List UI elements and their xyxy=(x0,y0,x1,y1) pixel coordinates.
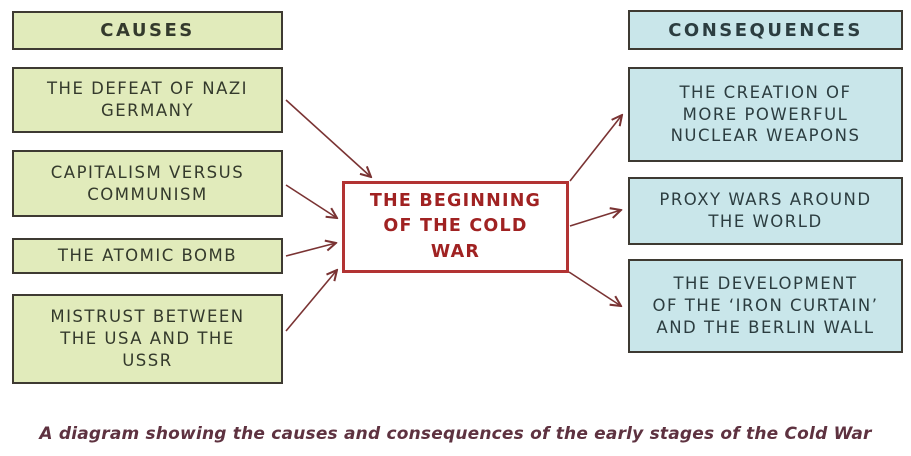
consequence-box-iron-curtain-berlin-wall: THE DEVELOPMENT OF THE ‘IRON CURTAIN’ AN… xyxy=(628,259,903,353)
arrow-center-to-consequence3 xyxy=(568,271,621,306)
cause-box-atomic-bomb: THE ATOMIC BOMB xyxy=(12,238,283,274)
diagram-caption: A diagram showing the causes and consequ… xyxy=(39,424,872,444)
cause-box-defeat-of-nazi-germany: THE DEFEAT OF NAZI GERMANY xyxy=(12,67,283,133)
arrow-center-to-consequence2 xyxy=(569,210,621,227)
consequence-box-proxy-wars: PROXY WARS AROUND THE WORLD xyxy=(628,177,903,245)
arrow-cause2-to-center xyxy=(285,184,337,218)
arrow-cause3-to-center xyxy=(285,243,336,257)
consequences-header: CONSEQUENCES xyxy=(628,10,903,50)
arrow-center-to-consequence1 xyxy=(569,115,622,182)
causes-header: CAUSES xyxy=(12,11,283,50)
arrow-cause4-to-center xyxy=(285,270,337,332)
consequence-box-nuclear-weapons: THE CREATION OF MORE POWERFUL NUCLEAR WE… xyxy=(628,67,903,162)
arrow-cause1-to-center xyxy=(285,99,371,177)
cause-box-capitalism-versus-communism: CAPITALISM VERSUS COMMUNISM xyxy=(12,150,283,217)
center-box-beginning-of-cold-war: THE BEGINNING OF THE COLD WAR xyxy=(342,181,569,273)
cause-box-mistrust-usa-ussr: MISTRUST BETWEEN THE USA AND THE USSR xyxy=(12,294,283,384)
